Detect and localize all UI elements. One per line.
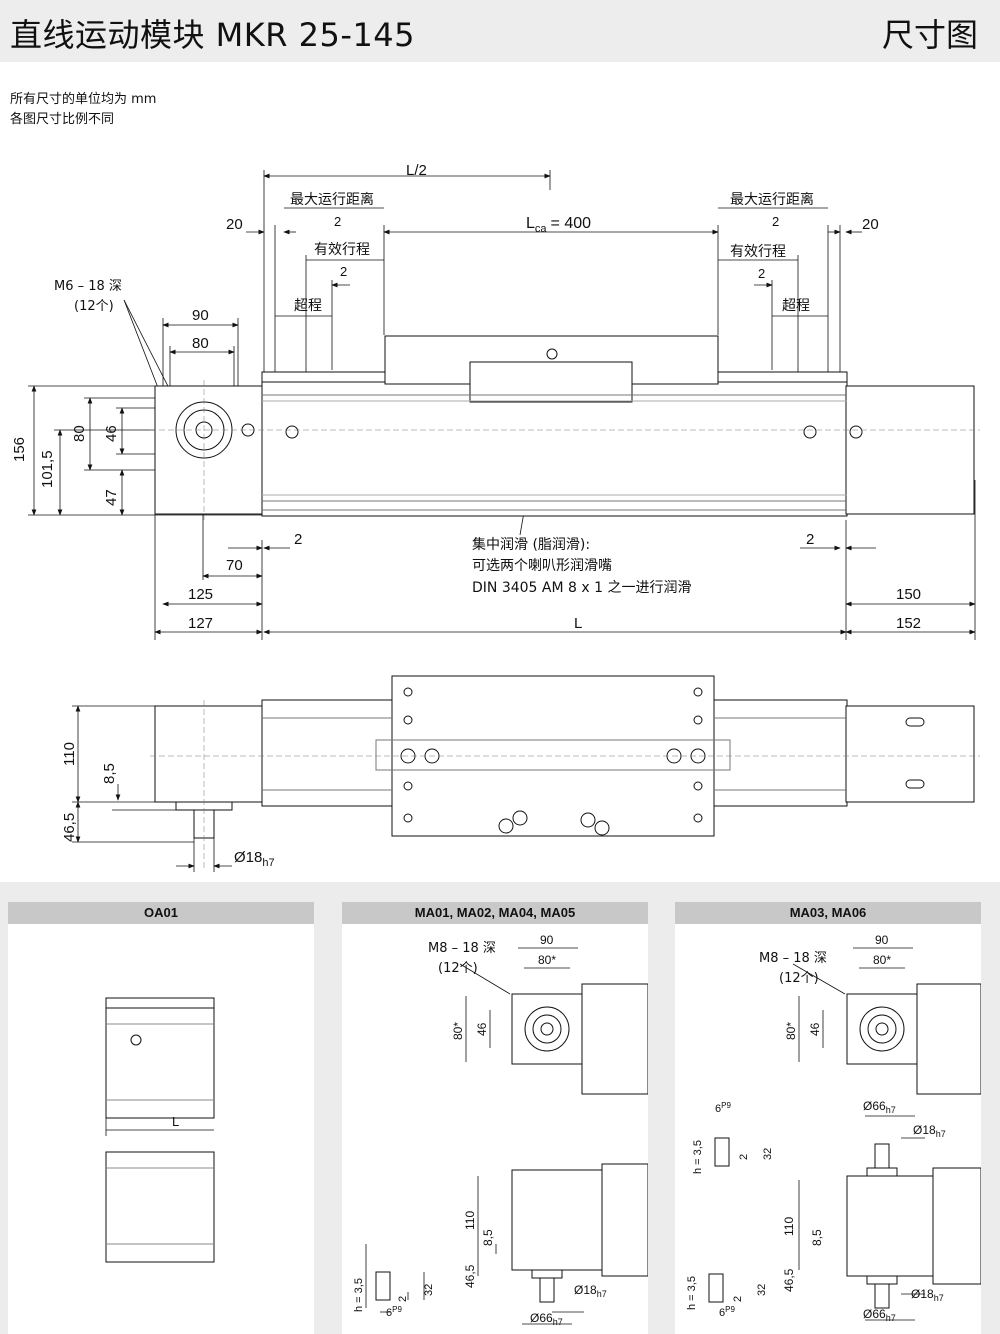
ma03-key-bottom: 6P9 bbox=[719, 1305, 735, 1319]
ma01-thread: M8 – 18 深 bbox=[428, 941, 496, 956]
dim-127: 127 bbox=[188, 615, 213, 632]
label-eff-stroke-right: 有效行程 bbox=[730, 244, 786, 260]
dim-l-half: L/2 bbox=[406, 162, 427, 179]
label-thread: M6 – 18 深 bbox=[54, 279, 122, 294]
dim-101-5: 101,5 bbox=[39, 450, 56, 488]
ma03-flange-bottom: Ø66h7 bbox=[863, 1307, 896, 1323]
dim-156: 156 bbox=[11, 437, 28, 462]
header-bar: 直线运动模块 MKR 25-145 尺寸图 bbox=[0, 0, 1000, 62]
lube-note-2: 可选两个喇叭形润滑嘴 bbox=[472, 557, 612, 574]
label-max-travel-right: 最大运行距离 bbox=[730, 191, 814, 208]
ma03-flange-top: Ø66h7 bbox=[863, 1099, 896, 1115]
ma01-key: 6P9 bbox=[386, 1305, 402, 1319]
dim-2-c: 2 bbox=[340, 264, 347, 279]
page-tag: 尺寸图 bbox=[881, 16, 978, 54]
ma01-dim-2: 2 bbox=[397, 1296, 409, 1302]
ma03-dim-80s: 80* bbox=[873, 953, 891, 967]
page-title: 直线运动模块 MKR 25-145 bbox=[10, 16, 416, 54]
ma03-thread: M8 – 18 深 bbox=[759, 951, 827, 966]
label-eff-stroke-left: 有效行程 bbox=[314, 242, 370, 258]
label-overtravel-left: 超程 bbox=[294, 298, 322, 314]
ma01-h: h = 3,5 bbox=[353, 1278, 365, 1312]
ma03-dim-46-5: 46,5 bbox=[782, 1268, 796, 1292]
dim-lca: Lca= 400 bbox=[526, 215, 591, 235]
dim-70: 70 bbox=[226, 557, 243, 574]
ma01-flange: Ø66h7 bbox=[530, 1311, 563, 1327]
ma03-h-bottom: h = 3,5 bbox=[686, 1276, 698, 1310]
note-scale: 各图尺寸比例不同 bbox=[10, 112, 115, 127]
dim-2-bottom-left: 2 bbox=[294, 531, 302, 548]
ma01-dim-80s: 80* bbox=[538, 953, 556, 967]
lube-note-3: DIN 3405 AM 8 x 1 之一进行润滑 bbox=[472, 579, 691, 596]
ma01-dim-46-5: 46,5 bbox=[463, 1264, 477, 1288]
panel-title: MA01, MA02, MA04, MA05 bbox=[342, 902, 648, 924]
panel-ma03-drawing: M8 – 18 深 (12个) 90 80* 80* 46 110 8,5 46… bbox=[686, 933, 981, 1323]
panel-ma01-drawing: M8 – 18 深 (12个) 90 80* 80* 46 110 8,5 46… bbox=[353, 933, 648, 1327]
dim-152: 152 bbox=[896, 615, 921, 632]
ma01-count: (12个) bbox=[438, 961, 478, 976]
ma01-dim-90: 90 bbox=[540, 933, 554, 947]
ma03-shaft-top: Ø18h7 bbox=[913, 1123, 946, 1139]
dim-150: 150 bbox=[896, 586, 921, 603]
dim-46: 46 bbox=[103, 425, 120, 442]
ma01-dim-80v: 80* bbox=[451, 1022, 465, 1040]
ma03-dim-8-5: 8,5 bbox=[810, 1229, 824, 1246]
panel-oa01-drawing: L bbox=[105, 997, 215, 1263]
ma03-shaft-bottom: Ø18h7 bbox=[911, 1287, 944, 1303]
ma03-dim-110: 110 bbox=[782, 1217, 796, 1236]
dim-125: 125 bbox=[188, 586, 213, 603]
label-thread-count: (12个) bbox=[74, 299, 114, 314]
dim-90: 90 bbox=[192, 307, 209, 324]
panel-ma03: MA03, MA06 M bbox=[675, 902, 981, 1334]
panel-title: OA01 bbox=[8, 902, 314, 924]
dim-20-left: 20 bbox=[226, 216, 243, 233]
notes: 所有尺寸的单位均为 mm 各图尺寸比例不同 bbox=[10, 90, 156, 130]
ma01-dim-8-5: 8,5 bbox=[481, 1229, 495, 1246]
ma01-dim-110: 110 bbox=[463, 1211, 477, 1230]
ma01-shaft: Ø18h7 bbox=[574, 1283, 607, 1299]
dim-2-a: 2 bbox=[334, 214, 341, 229]
label-overtravel-right: 超程 bbox=[782, 298, 810, 314]
note-units: 所有尺寸的单位均为 mm bbox=[10, 92, 157, 107]
panel-oa01: OA01 L bbox=[8, 902, 314, 1334]
dim-80: 80 bbox=[192, 335, 209, 352]
side-dim-8-5: 8,5 bbox=[101, 763, 118, 784]
ma03-dim-90: 90 bbox=[875, 933, 889, 947]
lube-note-1: 集中润滑 (脂润滑): bbox=[472, 536, 590, 553]
ma03-dim-32-top: 32 bbox=[762, 1148, 774, 1160]
panel-ma01: MA01, MA02, MA04, MA05 bbox=[342, 902, 648, 1334]
side-dim-110: 110 bbox=[61, 742, 78, 766]
dim-l: L bbox=[574, 615, 582, 632]
ma01-dim-46: 46 bbox=[475, 1022, 489, 1036]
side-dim-46-5: 46,5 bbox=[61, 813, 78, 842]
ma01-dim-32: 32 bbox=[423, 1284, 435, 1296]
label-max-travel-left: 最大运行距离 bbox=[290, 191, 374, 208]
ma03-dim-46: 46 bbox=[808, 1022, 822, 1036]
dim-80-vertical: 80 bbox=[71, 425, 88, 442]
ma03-dim-2-top: 2 bbox=[738, 1154, 750, 1160]
dim-2-bottom-right: 2 bbox=[806, 531, 814, 548]
ma03-count: (12个) bbox=[779, 971, 819, 986]
ma03-h-top: h = 3,5 bbox=[692, 1140, 704, 1174]
dim-20-right: 20 bbox=[862, 216, 879, 233]
ma03-dim-80v: 80* bbox=[784, 1022, 798, 1040]
ma03-dim-2-bottom: 2 bbox=[732, 1296, 744, 1302]
side-dim-shaft: Ø18h7 bbox=[234, 849, 275, 869]
dim-47: 47 bbox=[103, 489, 120, 506]
dim-2-d: 2 bbox=[758, 266, 765, 281]
main-drawing: L/2 最大运行距离 2 最大运行距离 2 20 20 Lca= 400 有效行… bbox=[11, 162, 980, 872]
ma03-dim-32-bottom: 32 bbox=[756, 1284, 768, 1296]
oa01-dim-l: L bbox=[172, 1114, 179, 1129]
dim-2-b: 2 bbox=[772, 214, 779, 229]
ma03-key-top: 6P9 bbox=[715, 1101, 731, 1115]
panel-title: MA03, MA06 bbox=[675, 902, 981, 924]
